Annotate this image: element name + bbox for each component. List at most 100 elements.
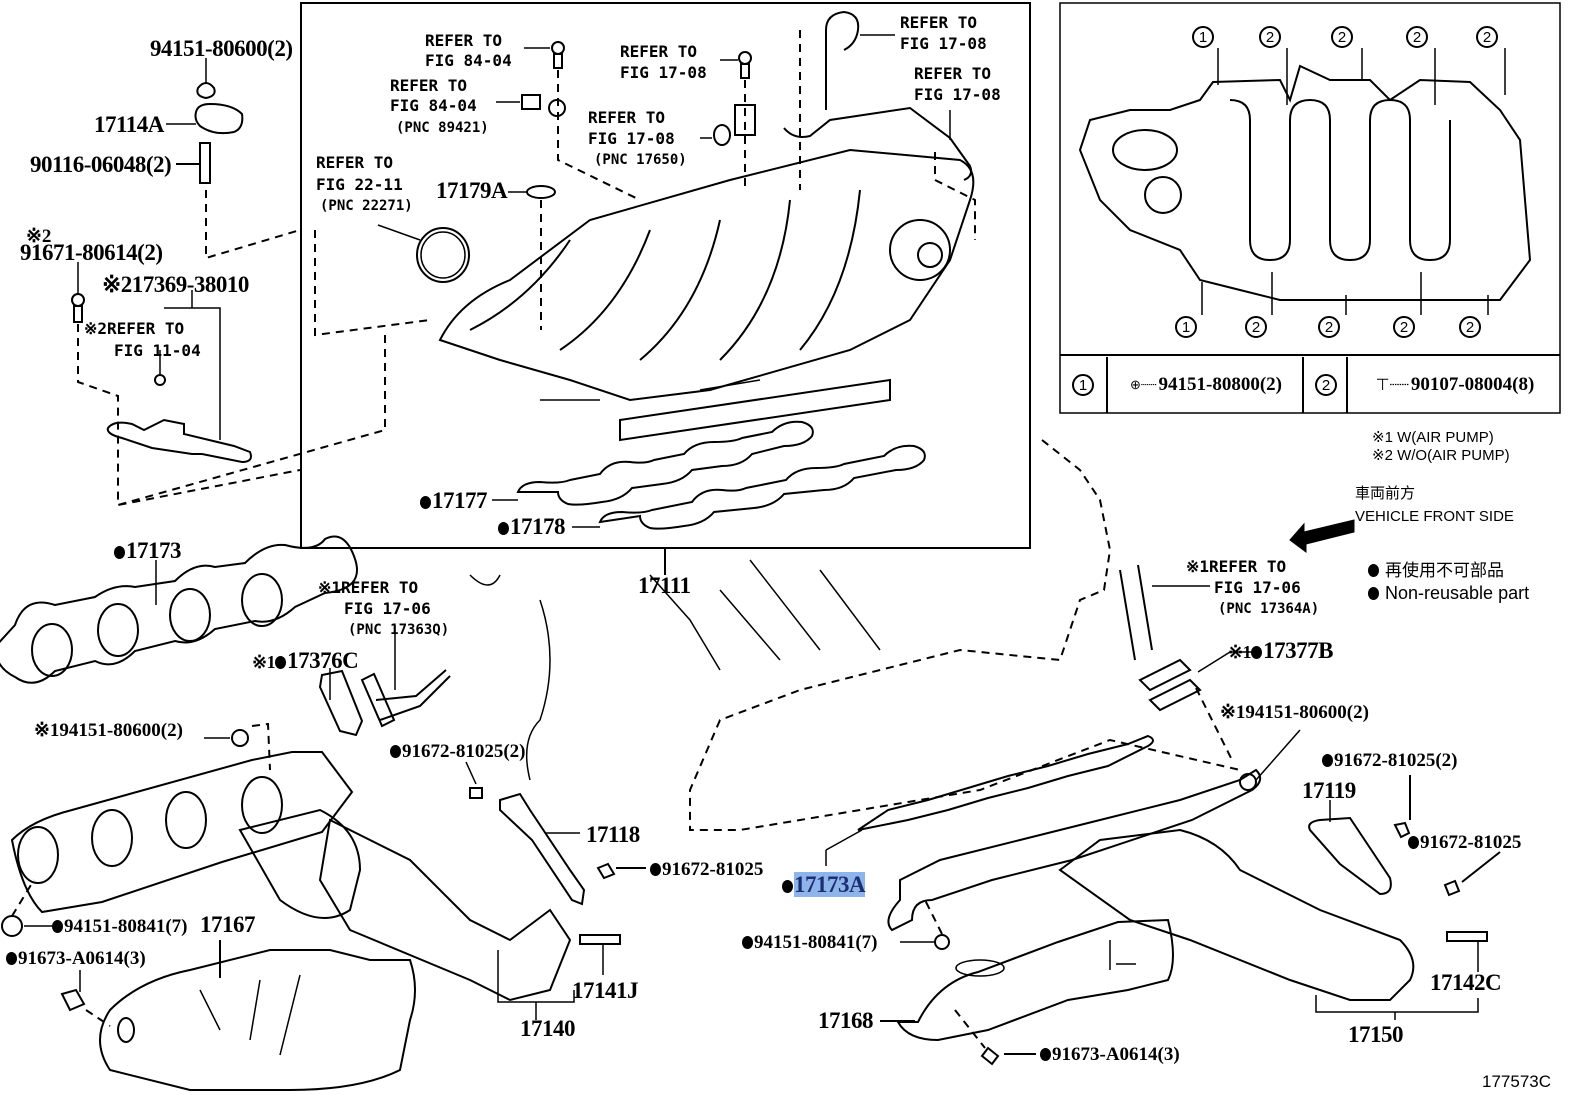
pnc-label: (PNC 89421) (396, 120, 489, 136)
part-label[interactable]: 91673-A0614(3) (6, 948, 146, 970)
part-label[interactable]: 17177 (420, 488, 488, 514)
reference-label[interactable]: REFER TO (425, 31, 503, 50)
reference-label[interactable]: FIG 17-08 (588, 129, 675, 148)
part-label[interactable]: 17173 (114, 538, 182, 564)
reference-label[interactable]: REFER TO (588, 108, 666, 127)
stud-icon (199, 142, 211, 184)
vehicle-front-arrow-icon (1289, 519, 1355, 553)
part-label[interactable]: 17111 (638, 573, 691, 598)
reference-label[interactable]: ※1REFER TO (1186, 557, 1287, 576)
marker-circle: 2 (1406, 26, 1428, 48)
reference-label[interactable]: FIG 84-04 (425, 51, 512, 70)
reference-label[interactable]: FIG 17-06 (1214, 578, 1301, 597)
part-label[interactable]: 90107-08004(8) (1410, 374, 1535, 395)
part-label[interactable]: ※194151-80600(2) (34, 720, 183, 741)
vsv-icon (713, 51, 756, 146)
part-label[interactable]: 17168 (818, 1008, 874, 1033)
part-label[interactable]: 17114A (94, 112, 164, 137)
reference-label[interactable]: FIG 17-08 (914, 85, 1001, 104)
reference-label[interactable]: FIG 11-04 (114, 341, 201, 360)
vehicle-front-jp: 車両前方 (1355, 484, 1416, 502)
part-label[interactable]: 17141J (572, 978, 639, 1003)
part-label-selected[interactable]: 17173A (782, 872, 866, 898)
part-label[interactable]: 17142C (1430, 970, 1502, 995)
stud-17141J (579, 934, 621, 945)
marker-circle: 1 (1072, 374, 1094, 396)
hose-icon (783, 106, 973, 181)
reference-label[interactable]: FIG 17-08 (900, 34, 987, 53)
air-pipe-icon (360, 669, 451, 728)
part-label[interactable]: 91673-A0614(3) (1040, 1044, 1180, 1066)
part-label[interactable]: 17118 (586, 822, 640, 847)
reference-label[interactable]: ※1REFER TO (318, 578, 419, 597)
bolt-icon (980, 1046, 1000, 1066)
marker-circle: 2 (1331, 26, 1353, 48)
bolt-icon: ⊤┈┈ (1375, 377, 1409, 394)
non-reusable-marker-icon (650, 863, 661, 876)
non-reusable-marker-icon (114, 546, 125, 559)
part-label[interactable]: 91672-81025(2) (1322, 750, 1457, 772)
reference-label[interactable]: REFER TO (316, 153, 394, 172)
part-label[interactable]: ※217369-38010 (102, 272, 249, 297)
non-reusable-marker-icon (420, 496, 431, 509)
reference-label[interactable]: REFER TO (914, 64, 992, 83)
oring-17179A (526, 185, 556, 199)
bolt-icon (1393, 821, 1411, 839)
part-label[interactable]: 91671-80614(2) (20, 240, 163, 265)
note-air-pump: ※1 W(AIR PUMP) (1372, 429, 1494, 446)
part-label[interactable]: 17140 (520, 1016, 576, 1041)
nut-icon (231, 729, 249, 747)
marker-circle: 2 (1259, 26, 1281, 48)
gasket-17376C (318, 669, 364, 737)
reference-label[interactable]: FIG 22-11 (316, 175, 403, 194)
part-label[interactable]: 91672-81025 (1408, 832, 1521, 854)
marker-circle: 2 (1315, 374, 1337, 396)
non-reusable-marker-icon (498, 522, 509, 535)
part-label[interactable]: 90116-06048(2) (30, 152, 172, 177)
marker-circle: 2 (1245, 316, 1267, 338)
non-reusable-marker-icon (6, 952, 17, 965)
reference-label[interactable]: REFER TO (900, 13, 978, 32)
part-label[interactable]: 17167 (200, 912, 256, 937)
pnc-label: (PNC 22271) (320, 198, 413, 214)
part-label[interactable]: 94151-80800(2) (1158, 374, 1283, 395)
bolt-icon (71, 293, 85, 323)
part-label[interactable]: 17150 (1348, 1022, 1404, 1047)
reference-label[interactable]: FIG 17-08 (620, 63, 707, 82)
gasket-ring-icon (416, 227, 470, 283)
reference-label[interactable]: REFER TO (620, 42, 698, 61)
part-label[interactable]: 17178 (498, 514, 566, 540)
exhaust-gasket-17173A (857, 734, 1154, 831)
heat-insulator-17167 (99, 949, 416, 1091)
cover-plate-17114A (194, 102, 244, 135)
part-label[interactable]: 17179A (436, 178, 508, 203)
part-label[interactable]: 94151-80600(2) (150, 36, 293, 61)
vacuum-switching-valve-icon (106, 350, 252, 464)
reference-label[interactable]: REFER TO (390, 76, 468, 95)
non-reusable-legend-en: Non-reusable part (1368, 584, 1529, 603)
non-reusable-legend-jp: 再使用不可部品 (1368, 562, 1504, 581)
part-label[interactable]: 17119 (1302, 778, 1356, 803)
non-reusable-marker-icon (1040, 1048, 1051, 1061)
note-marker: ※2 (26, 226, 52, 247)
part-label[interactable]: 94151-80841(7) (52, 916, 187, 938)
pnc-label: (PNC 17363Q) (348, 622, 450, 638)
reference-label[interactable]: FIG 17-06 (344, 599, 431, 618)
part-label[interactable]: 91672-81025(2) (390, 741, 525, 763)
part-label[interactable]: ※194151-80600(2) (1220, 702, 1369, 723)
intake-manifold-drawing (438, 148, 975, 442)
inset-manifold-drawing (1078, 64, 1532, 301)
non-reusable-marker-icon (1368, 587, 1379, 600)
catalytic-converter-left (318, 818, 572, 1002)
non-reusable-marker-icon (1251, 646, 1263, 659)
reference-label[interactable]: FIG 84-04 (390, 96, 477, 115)
non-reusable-marker-icon (782, 880, 793, 893)
non-reusable-marker-icon (275, 656, 287, 669)
reference-label[interactable]: ※2REFER TO (84, 319, 185, 338)
part-label[interactable]: 91672-81025 (650, 859, 763, 881)
marker-circle: 2 (1476, 26, 1498, 48)
part-label[interactable]: 94151-80841(7) (742, 932, 877, 954)
